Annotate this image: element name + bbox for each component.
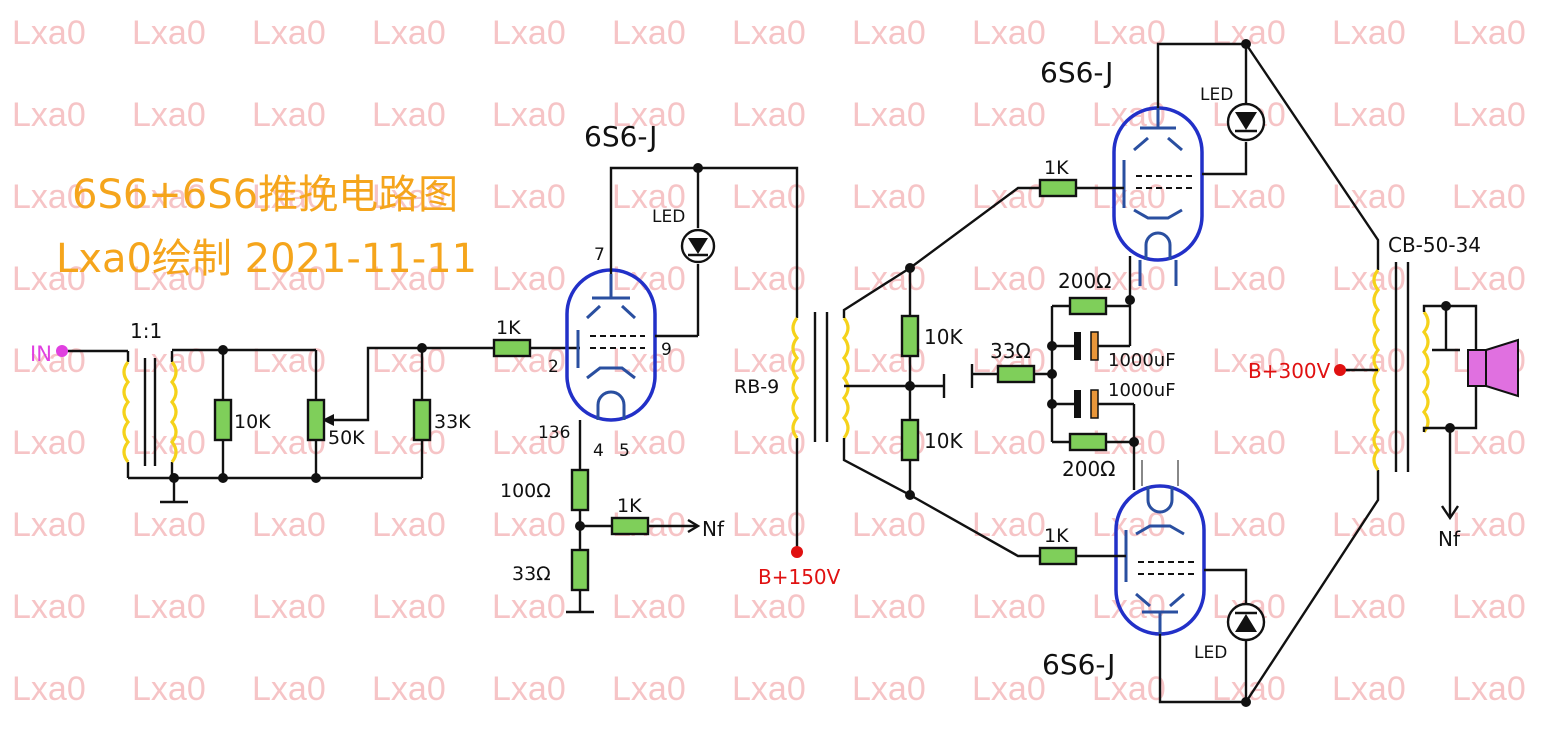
driver-pin-136-label: 136 (538, 423, 570, 443)
b300-terminal (1334, 364, 1346, 376)
resistor-1k-grid-lower (1038, 546, 1078, 566)
resistor-1k-grid-label: 1K (496, 317, 521, 339)
led-lower-label: LED (1194, 643, 1227, 663)
interstage-transformer (791, 312, 850, 442)
output-transformer-label: CB-50-34 (1388, 233, 1481, 257)
b300-label: B+300V (1248, 359, 1331, 383)
driver-pin-5-label: 5 (619, 441, 630, 461)
resistor-200-ohm-upper-label: 200Ω (1058, 269, 1111, 293)
driver-pin-2-label: 2 (548, 357, 559, 377)
transformer-ratio-label: 1:1 (130, 319, 162, 343)
capacitor-1000uf-lower (1074, 389, 1099, 419)
resistor-1k-grid-lower-label: 1K (1044, 525, 1069, 547)
resistor-33k-label: 33K (434, 411, 471, 433)
speaker-icon (1467, 338, 1519, 398)
resistor-200-ohm-lower-label: 200Ω (1062, 457, 1115, 481)
resistor-33-ohm-bias (996, 364, 1036, 384)
resistor-10k-upper-label: 10K (924, 325, 963, 349)
diagram-title: 6S6+6S6推挽电路图 (72, 172, 459, 218)
b150-terminal (791, 546, 803, 558)
resistor-10k-upper (900, 314, 920, 358)
resistor-33k (412, 398, 432, 442)
feedback-label-driver: Nf (702, 517, 725, 541)
output-tube-lower (1114, 460, 1206, 636)
potentiometer-50k (306, 398, 326, 442)
output-tube-upper-type-label: 6S6-J (1040, 56, 1113, 89)
driver-pin-9-label: 9 (661, 340, 672, 360)
resistor-1k-feedback-label: 1K (617, 495, 642, 517)
output-tube-lower-type-label: 6S6-J (1042, 648, 1115, 681)
resistor-10k-lower (900, 418, 920, 462)
input-terminal (56, 345, 68, 357)
resistor-1k-grid (492, 338, 532, 358)
resistor-33-ohm-cathode (570, 548, 590, 592)
bias-wiring (970, 256, 1139, 490)
resistor-100-ohm (570, 468, 590, 512)
speaker-wiring (1422, 301, 1478, 521)
resistor-200-ohm-upper (1068, 296, 1108, 316)
resistor-1k-grid-upper-label: 1K (1044, 157, 1069, 179)
input-junctions (169, 343, 427, 483)
resistor-1k-grid-upper (1038, 178, 1078, 198)
led-lower (1226, 602, 1266, 642)
led-upper (1226, 102, 1266, 142)
input-label: IN (30, 342, 52, 366)
resistor-100-ohm-label: 100Ω (500, 480, 551, 502)
phase-split-wiring (842, 186, 1040, 558)
interstage-transformer-label: RB-9 (734, 376, 779, 398)
resistor-33-ohm-bias-label: 33Ω (990, 339, 1031, 363)
output-tube-upper (1112, 106, 1204, 286)
diagram-subtitle: Lxa0绘制 2021-11-11 (56, 236, 478, 282)
driver-pin-4-label: 4 (593, 441, 604, 461)
driver-tube-type-label: 6S6-J (584, 120, 657, 153)
potentiometer-50k-label: 50K (328, 427, 365, 449)
output-wiring (1076, 39, 1380, 707)
driver-led (680, 228, 716, 264)
capacitor-1000uf-upper (1074, 331, 1099, 361)
driver-led-label: LED (652, 207, 685, 227)
driver-tube (565, 268, 657, 422)
input-wiring (62, 346, 580, 504)
resistor-10k-input (213, 398, 233, 442)
b150-label: B+150V (758, 565, 841, 589)
resistor-200-ohm-lower (1068, 432, 1108, 452)
input-transformer (122, 358, 178, 466)
resistor-10k-lower-label: 10K (924, 429, 963, 453)
resistor-1k-feedback (610, 516, 650, 536)
feedback-label-output: Nf (1438, 527, 1461, 551)
resistor-33-ohm-cathode-label: 33Ω (512, 563, 551, 585)
capacitor-1000uf-upper-label: 1000uF (1108, 350, 1176, 371)
output-transformer (1372, 262, 1430, 472)
driver-pin-7-label: 7 (594, 245, 605, 265)
led-upper-label: LED (1200, 85, 1233, 105)
capacitor-1000uf-lower-label: 1000uF (1108, 380, 1176, 401)
resistor-10k-input-label: 10K (234, 411, 271, 433)
driver-wiring (566, 163, 799, 614)
